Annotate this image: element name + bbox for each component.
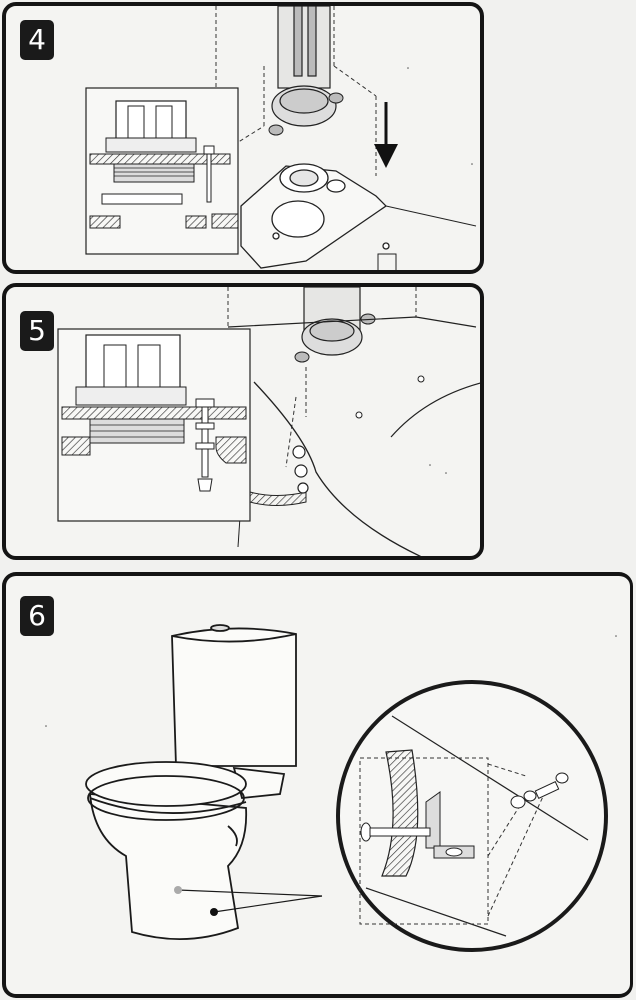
step-number-badge: 4 bbox=[20, 20, 54, 60]
step-number-badge: 5 bbox=[20, 311, 54, 351]
flush-valve bbox=[301, 287, 363, 356]
washer-icon bbox=[510, 772, 569, 809]
step-number-badge: 6 bbox=[20, 596, 54, 636]
toilet bbox=[85, 624, 297, 941]
callout-lines bbox=[177, 889, 323, 913]
fixing-point-icon bbox=[174, 886, 182, 894]
detail-inset bbox=[57, 328, 251, 522]
flush-valve bbox=[271, 6, 337, 127]
step-4-illustration bbox=[85, 6, 477, 270]
guide-lines bbox=[227, 287, 417, 468]
paper-specks bbox=[407, 67, 473, 165]
fixing-point-icon bbox=[210, 908, 218, 916]
paper-specks bbox=[429, 464, 447, 474]
paper-specks bbox=[45, 635, 617, 727]
bolt-icon bbox=[203, 145, 215, 203]
bolt-icon bbox=[195, 398, 215, 492]
step-5-illustration bbox=[57, 287, 480, 556]
detail-inset bbox=[85, 87, 239, 255]
step-4-panel: 4 bbox=[2, 2, 484, 274]
magnifier-circle bbox=[336, 680, 608, 952]
step-5-panel: 5 bbox=[2, 283, 484, 560]
cistern-base bbox=[240, 163, 390, 269]
step-6-panel: 6 bbox=[2, 572, 633, 998]
wing-nut-icon bbox=[268, 92, 344, 136]
washer-icon bbox=[292, 445, 309, 494]
bolt-icon bbox=[360, 822, 431, 842]
step-6-illustration bbox=[45, 624, 617, 952]
